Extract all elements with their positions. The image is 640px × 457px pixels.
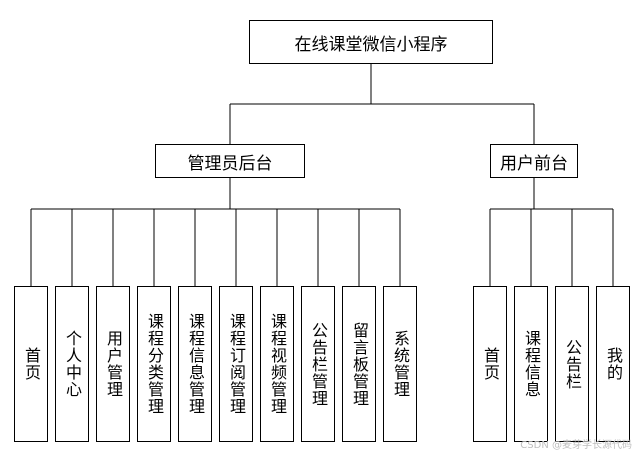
leaf-label: 用户管理: [104, 330, 123, 398]
leaf-label: 首页: [22, 347, 41, 381]
leaf-label: 我的: [604, 347, 623, 381]
root-node: 在线课堂微信小程序: [249, 20, 493, 64]
leaf-admin-system: 系统管理: [383, 286, 417, 442]
leaf-label: 系统管理: [391, 330, 410, 398]
leaf-admin-message-board: 留言板管理: [342, 286, 376, 442]
group-node-admin: 管理员后台: [155, 144, 305, 178]
leaf-user-course-info: 课程信息: [514, 286, 548, 442]
leaf-label: 公告栏: [563, 338, 582, 390]
leaf-admin-course-info: 课程信息管理: [178, 286, 212, 442]
leaf-admin-user-management: 用户管理: [96, 286, 130, 442]
group-node-user: 用户前台: [490, 144, 578, 178]
leaf-label: 课程分类管理: [145, 313, 164, 415]
leaf-label: 个人中心: [63, 330, 82, 398]
leaf-label: 留言板管理: [350, 321, 369, 407]
group-label-admin: 管理员后台: [187, 153, 273, 174]
leaf-label: 课程视频管理: [268, 313, 287, 415]
leaf-admin-notice-board: 公告栏管理: [301, 286, 335, 442]
leaf-admin-course-video: 课程视频管理: [260, 286, 294, 442]
leaf-admin-personal-center: 个人中心: [55, 286, 89, 442]
leaf-user-home: 首页: [473, 286, 507, 442]
leaf-admin-course-subscription: 课程订阅管理: [219, 286, 253, 442]
leaf-user-mine: 我的: [596, 286, 630, 442]
leaf-label: 课程信息管理: [186, 313, 205, 415]
leaf-label: 课程订阅管理: [227, 313, 246, 415]
leaf-user-notice-board: 公告栏: [555, 286, 589, 442]
leaf-label: 课程信息: [522, 330, 541, 398]
watermark: CSDN @麦芽学长源代码: [520, 440, 632, 451]
leaf-admin-home: 首页: [14, 286, 48, 442]
group-label-user: 用户前台: [500, 153, 568, 174]
root-label: 在线课堂微信小程序: [294, 34, 448, 55]
leaf-label: 首页: [481, 347, 500, 381]
leaf-admin-course-category: 课程分类管理: [137, 286, 171, 442]
leaf-label: 公告栏管理: [309, 321, 328, 407]
